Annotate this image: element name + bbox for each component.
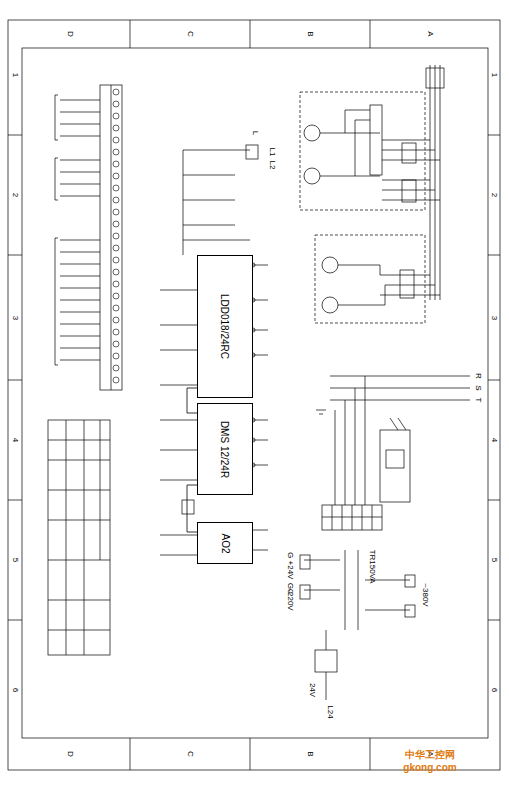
screw <box>113 353 119 359</box>
screw <box>113 125 119 131</box>
screw <box>113 197 119 203</box>
inner-frame <box>22 48 488 738</box>
wire-label: 24V <box>308 683 316 697</box>
module-name: LDD018/24RC <box>220 294 231 359</box>
screw <box>113 113 119 119</box>
screw <box>113 377 119 383</box>
wire-label: 6 <box>11 688 19 692</box>
screw <box>113 305 119 311</box>
screw <box>113 185 119 191</box>
screw <box>113 233 119 239</box>
screw <box>113 281 119 287</box>
wire-label: 4 <box>490 438 498 442</box>
screw <box>113 245 119 251</box>
wire-label: 3 <box>490 316 498 320</box>
wire-label: C <box>186 31 194 37</box>
wire-label: +24V <box>286 561 294 580</box>
module-box: LDD018/24RC <box>197 255 253 398</box>
wire-label: 2 <box>490 193 498 197</box>
screw <box>113 173 119 179</box>
screw <box>113 149 119 155</box>
title-block <box>48 420 110 655</box>
wire-label: -220V <box>286 589 294 610</box>
wire-label: 4 <box>11 438 19 442</box>
wire-label: L24 <box>326 705 334 718</box>
screw <box>113 317 119 323</box>
wire-label: 1 <box>490 73 498 77</box>
wire <box>187 485 197 532</box>
sheet-border <box>8 20 500 770</box>
module-box: DMS 12/24R <box>197 403 253 495</box>
wire-label: C <box>186 751 194 757</box>
terminal-strip <box>55 85 122 390</box>
screw <box>113 89 119 95</box>
wire-label: B <box>306 31 314 36</box>
wire-label: D <box>66 751 74 757</box>
module-box: AO2 <box>197 522 253 564</box>
module-name: DMS 12/24R <box>220 420 231 477</box>
screw <box>113 341 119 347</box>
screw <box>113 161 119 167</box>
wire-label: L2 <box>268 161 276 170</box>
module-name: AO2 <box>219 533 230 553</box>
wire-label: R <box>474 373 482 379</box>
wire-label: L1 <box>268 148 276 157</box>
controller-wiring <box>160 145 268 555</box>
wire-label: S <box>474 385 482 390</box>
wire-label: 150VA <box>368 560 376 583</box>
wire-label: ~380V <box>421 583 429 606</box>
wire-label: 6 <box>490 688 498 692</box>
wire-label: A <box>426 31 434 36</box>
screw <box>113 257 119 263</box>
screw <box>113 365 119 371</box>
wire-label: 5 <box>490 558 498 562</box>
supply-lines <box>316 376 470 530</box>
wire-label: 5 <box>11 558 19 562</box>
wire-label: G <box>286 552 294 558</box>
screw <box>113 137 119 143</box>
screw <box>113 329 119 335</box>
watermark: gkong.com <box>403 763 456 773</box>
power-bus <box>300 65 444 323</box>
wire-label: TR <box>368 550 376 561</box>
screw <box>113 209 119 215</box>
wire-label: T <box>474 398 482 403</box>
grid-ticks <box>8 20 500 770</box>
screw <box>113 101 119 107</box>
wire <box>187 388 197 413</box>
wire-label: 2 <box>11 193 19 197</box>
screw <box>113 269 119 275</box>
watermark: 中华工控网 <box>405 750 455 760</box>
screw <box>113 293 119 299</box>
wire-label: 1 <box>11 73 19 77</box>
transformer <box>300 550 415 700</box>
wire-label: D <box>66 31 74 37</box>
wire-label: 3 <box>11 316 19 320</box>
screw <box>113 221 119 227</box>
wire-label: L <box>251 131 259 135</box>
wire-label: B <box>306 751 314 756</box>
terminal-screws <box>113 89 119 383</box>
